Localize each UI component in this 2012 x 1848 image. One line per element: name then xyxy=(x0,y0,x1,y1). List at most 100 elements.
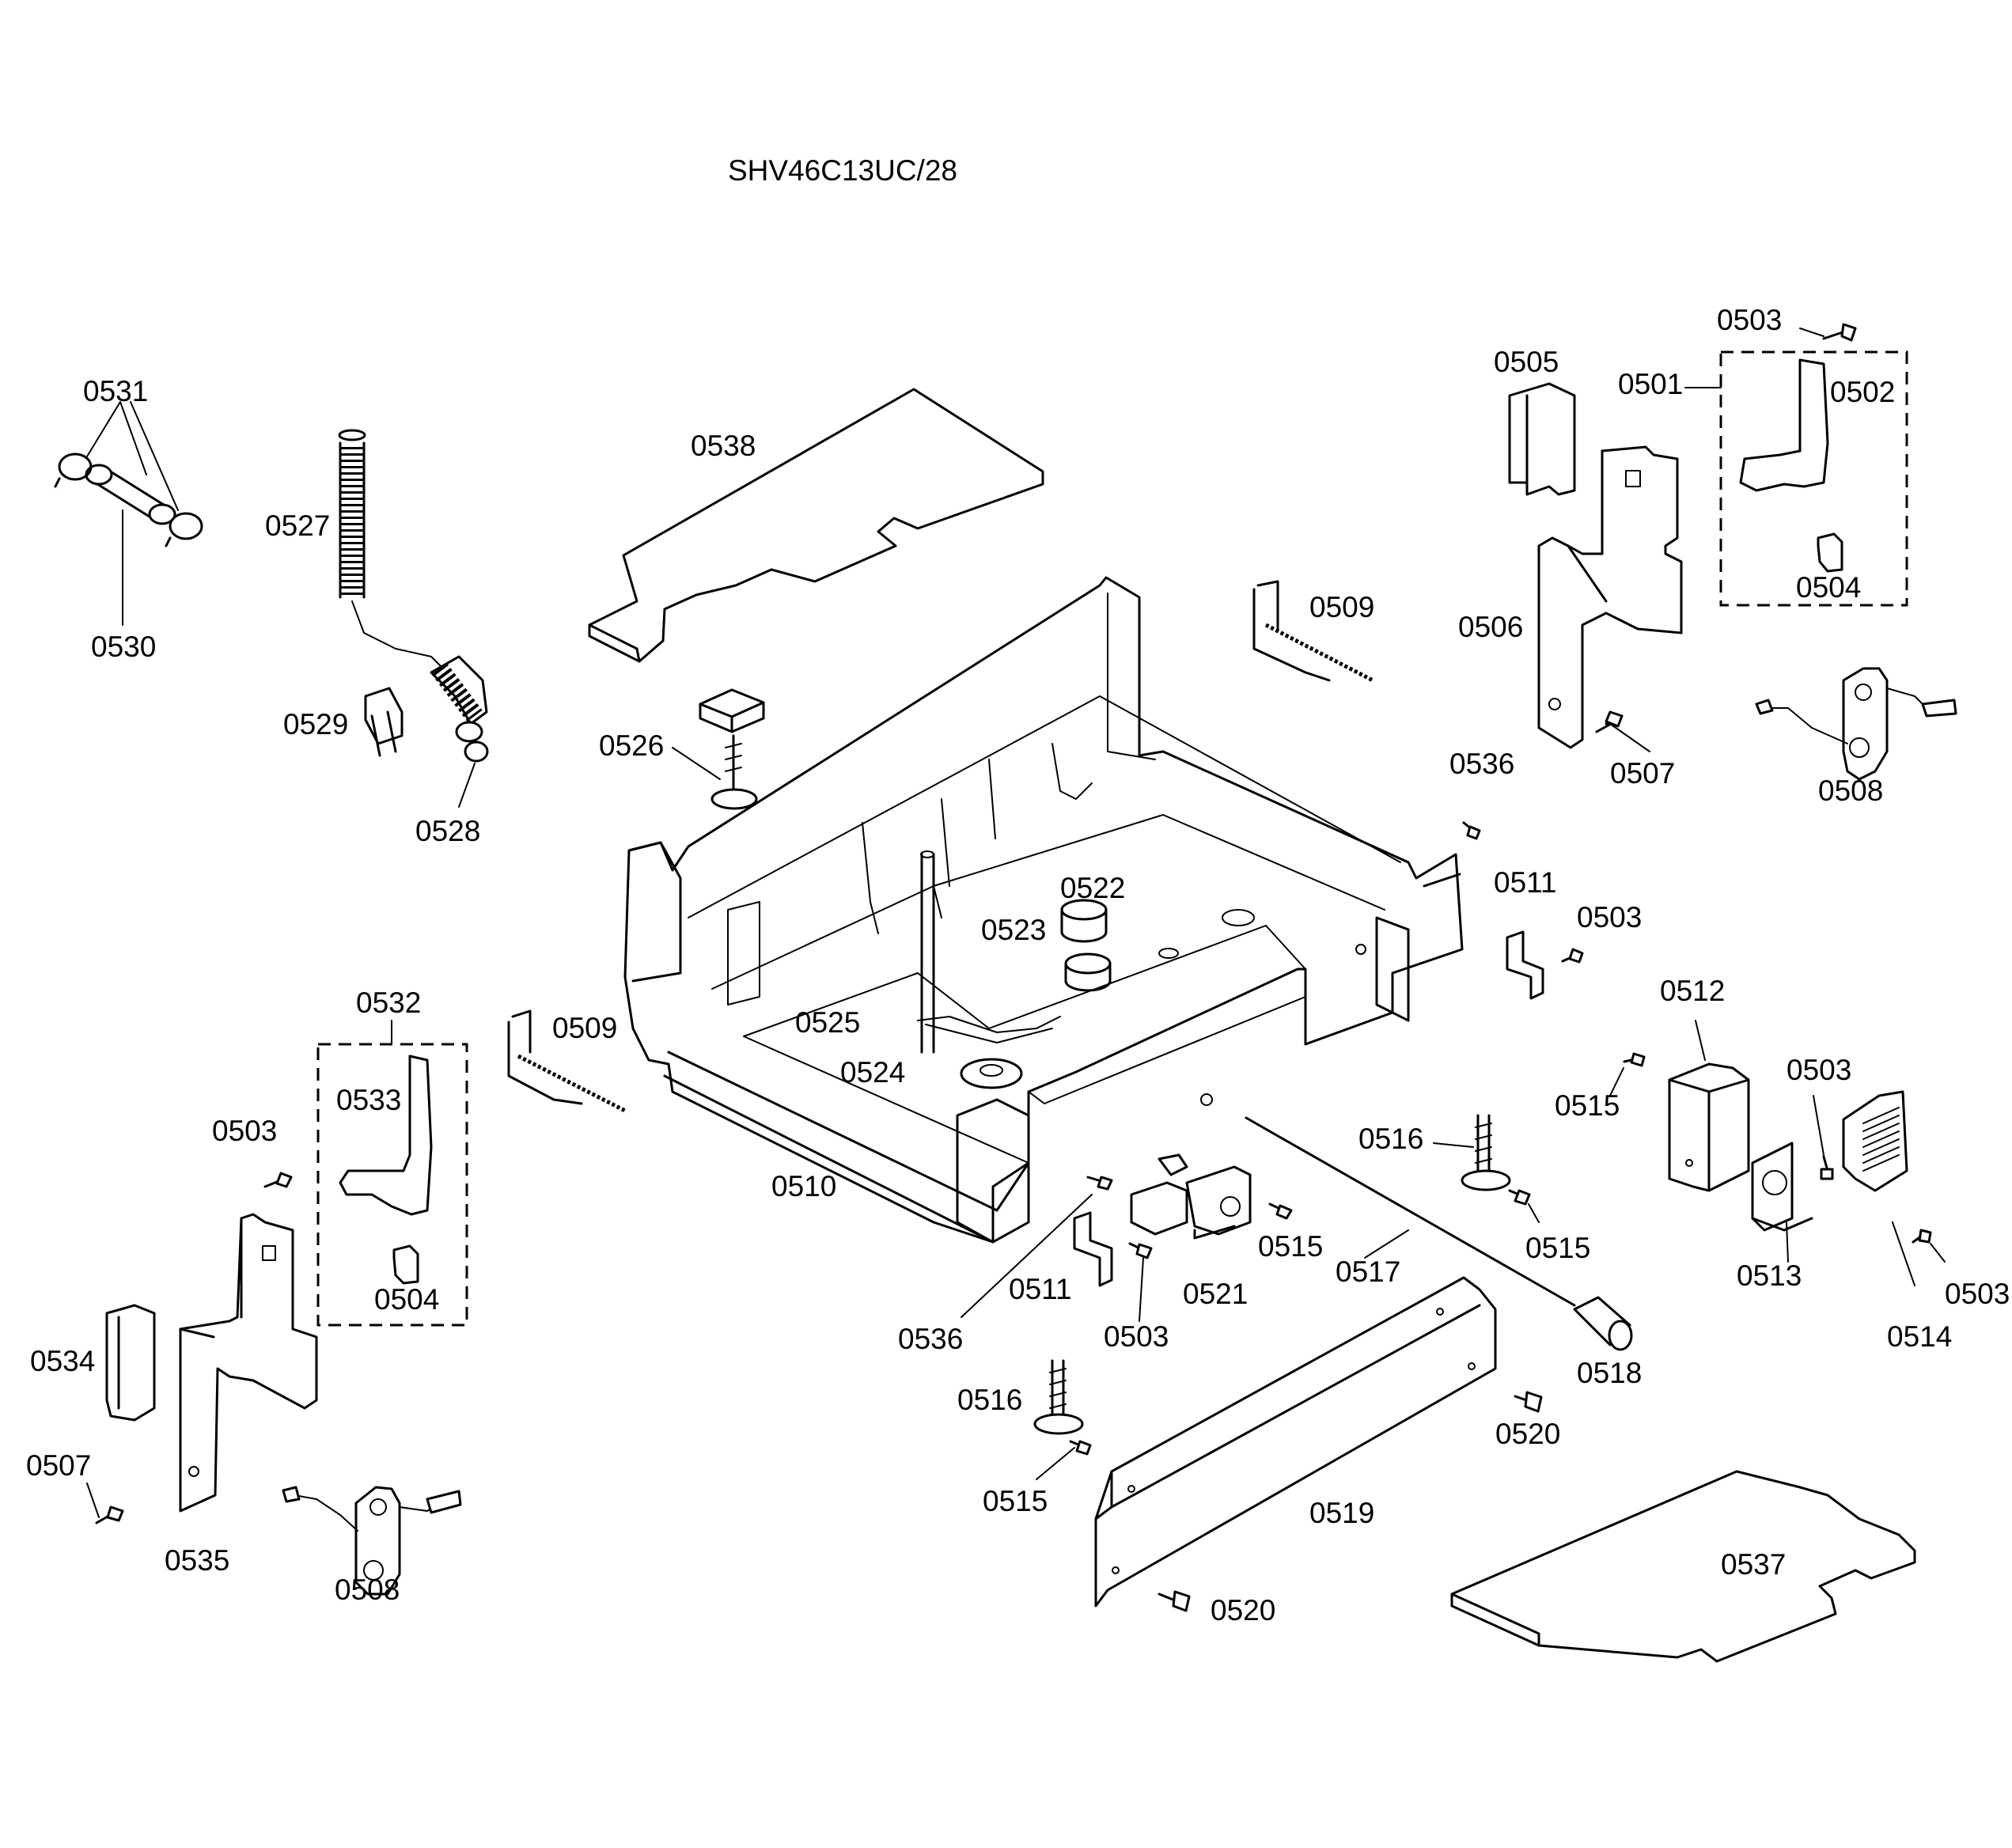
leader-0526 xyxy=(672,747,721,780)
part-0527-drain-hose xyxy=(338,429,488,725)
label-0501: 0501 xyxy=(1618,368,1683,400)
leader-0513 xyxy=(1786,1221,1789,1263)
label-0538: 0538 xyxy=(691,430,756,462)
label-0504-left: 0504 xyxy=(374,1283,439,1316)
label-0520-left: 0520 xyxy=(1211,1594,1275,1626)
label-0534: 0534 xyxy=(30,1345,95,1377)
label-0505: 0505 xyxy=(1494,346,1559,378)
part-0514-vent-cover xyxy=(1842,1090,1908,1192)
leader-0514 xyxy=(1892,1221,1915,1286)
part-0520-screw-left xyxy=(1158,1590,1191,1612)
label-0535: 0535 xyxy=(165,1544,229,1577)
part-0517-rod xyxy=(1245,1116,1576,1307)
label-0515-0516: 0515 xyxy=(1525,1232,1590,1264)
part-0530-hose-connector xyxy=(85,464,176,525)
label-0511-right: 0511 xyxy=(1494,866,1557,899)
label-0529: 0529 xyxy=(283,708,348,740)
part-0511-bracket-front xyxy=(1073,1211,1113,1287)
part-0504-clip-right xyxy=(1817,532,1843,573)
leader-0512 xyxy=(1695,1020,1706,1061)
label-0504-right: 0504 xyxy=(1796,571,1861,604)
part-0504-clip-left xyxy=(392,1244,419,1285)
leader-0503-top xyxy=(1799,328,1824,337)
part-0523-disc xyxy=(960,1058,1023,1089)
part-0505-bracket xyxy=(1508,382,1576,496)
leader-0503-front xyxy=(1139,1257,1144,1322)
part-0507-screw-left xyxy=(95,1505,124,1524)
part-0515-screw-mid xyxy=(1268,1202,1293,1220)
label-0531: 0531 xyxy=(83,375,148,407)
label-0517: 0517 xyxy=(1336,1255,1400,1288)
leader-0528 xyxy=(458,763,476,808)
label-0537: 0537 xyxy=(1721,1548,1786,1581)
label-0524: 0524 xyxy=(840,1056,905,1089)
leader-0515-0516 xyxy=(1528,1203,1540,1223)
label-0503-0513: 0503 xyxy=(1787,1054,1851,1086)
part-0516-leveling-foot-right xyxy=(1461,1114,1511,1191)
label-0515-right: 0515 xyxy=(1555,1089,1620,1122)
label-0526: 0526 xyxy=(599,729,664,762)
leader-0515-right xyxy=(1609,1067,1624,1096)
part-0513-mount-bracket xyxy=(1751,1142,1813,1232)
part-0503-screw-0513 xyxy=(1820,1155,1834,1180)
part-0534-handle-cover xyxy=(105,1304,156,1422)
label-0527: 0527 xyxy=(265,509,330,542)
label-0533: 0533 xyxy=(336,1084,401,1116)
part-0516-leveling-foot-left xyxy=(1033,1359,1084,1435)
label-0518: 0518 xyxy=(1577,1357,1642,1389)
label-0530: 0530 xyxy=(91,631,156,663)
part-0502-hinge-bracket xyxy=(1739,358,1829,492)
label-0507-left: 0507 xyxy=(26,1449,91,1482)
label-0532: 0532 xyxy=(356,986,421,1019)
part-0510-base-frame xyxy=(623,576,1464,1244)
label-0509-left: 0509 xyxy=(552,1012,617,1044)
part-0509-spring-right xyxy=(1252,580,1374,683)
part-0526-bracket-screw xyxy=(699,688,765,810)
label-0519: 0519 xyxy=(1309,1497,1374,1529)
leader-0516-right xyxy=(1433,1142,1474,1148)
label-0510: 0510 xyxy=(771,1170,836,1202)
label-0516-left: 0516 xyxy=(957,1384,1022,1416)
part-0522-sump-cups xyxy=(1060,899,1255,992)
part-0531-clamps xyxy=(54,453,203,547)
part-0536-screw-right xyxy=(1462,821,1481,840)
part-0503-screw-0511 xyxy=(1561,948,1584,964)
label-0528: 0528 xyxy=(415,815,480,847)
label-0512: 0512 xyxy=(1660,975,1725,1007)
leader-0507-left xyxy=(86,1483,100,1518)
label-0520-right: 0520 xyxy=(1495,1418,1560,1450)
label-0503-0511: 0503 xyxy=(1577,901,1642,933)
part-0524-wire xyxy=(917,1016,1061,1043)
label-0515-lower: 0515 xyxy=(983,1485,1048,1517)
part-0515-screw-right xyxy=(1623,1052,1646,1067)
label-0508-right: 0508 xyxy=(1818,774,1883,807)
part-0515-screw-0516 xyxy=(1508,1189,1531,1206)
label-0503-left: 0503 xyxy=(212,1115,277,1147)
leader-0507-right xyxy=(1609,723,1650,752)
label-0508-left: 0508 xyxy=(335,1573,400,1606)
part-0518-knob xyxy=(1573,1296,1633,1351)
part-0503-screw-0514 xyxy=(1912,1229,1932,1244)
leader-0531 xyxy=(86,401,179,511)
label-0536-right: 0536 xyxy=(1449,748,1514,780)
part-0528-plug xyxy=(455,721,489,763)
label-0502: 0502 xyxy=(1830,376,1895,408)
part-0520-screw-right xyxy=(1514,1391,1543,1413)
label-0515-mid: 0515 xyxy=(1258,1230,1323,1263)
label-0522: 0522 xyxy=(1060,872,1125,904)
part-0503-screw-left xyxy=(263,1172,293,1188)
label-0516-right: 0516 xyxy=(1358,1123,1423,1155)
label-0525: 0525 xyxy=(795,1006,860,1039)
label-0536-front: 0536 xyxy=(898,1323,963,1355)
label-0503-front: 0503 xyxy=(1104,1320,1169,1353)
part-0509-spring-left xyxy=(507,1009,628,1114)
label-0509-right: 0509 xyxy=(1309,591,1374,623)
leader-0503-0513 xyxy=(1813,1095,1824,1156)
label-0503-top: 0503 xyxy=(1717,304,1782,336)
part-0538-cover-panel xyxy=(588,388,1044,663)
label-0523: 0523 xyxy=(981,914,1046,946)
part-0508-sensor-right xyxy=(1755,667,1957,781)
part-0537-lower-panel xyxy=(1450,1470,1916,1663)
